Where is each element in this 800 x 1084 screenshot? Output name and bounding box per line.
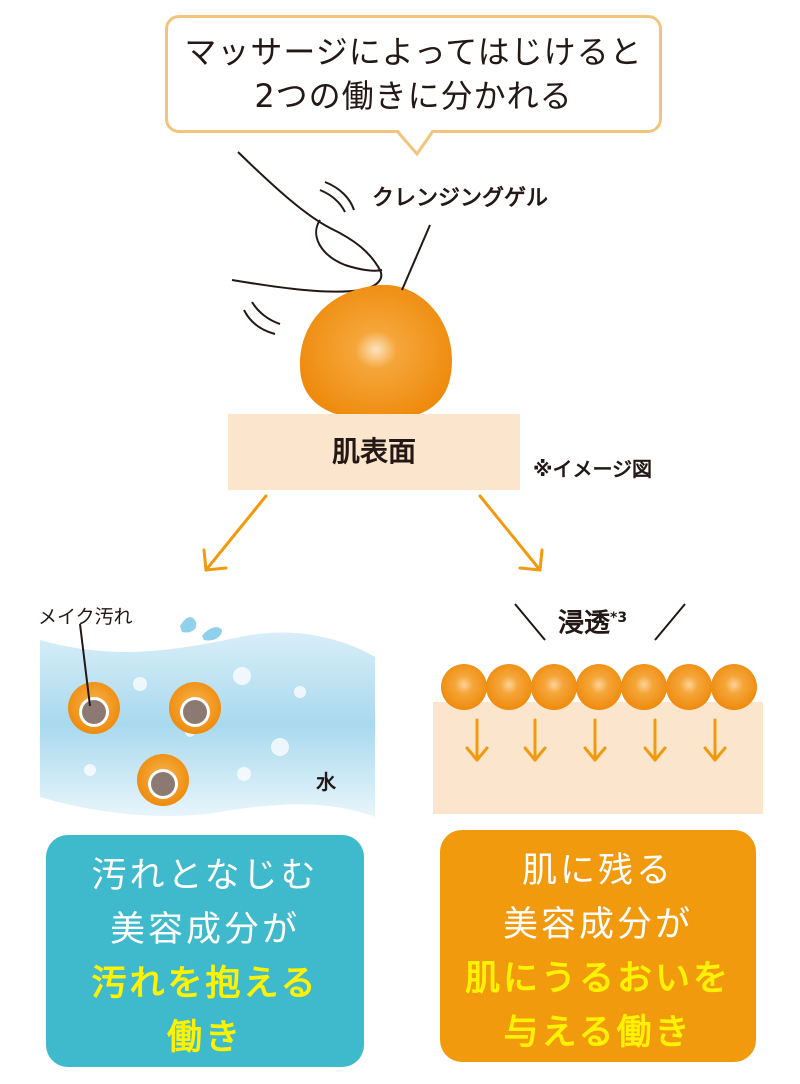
finger-outline: [231, 151, 383, 293]
penetration-label: 浸透*3: [558, 601, 627, 641]
water-drop: [202, 627, 222, 641]
right-box-line-4: 与える働き: [503, 1013, 693, 1053]
water-drop: [180, 617, 197, 633]
gel-droplet: [621, 664, 667, 710]
water-bubble: [271, 738, 289, 756]
gel-leader-line: [401, 224, 431, 291]
speech-bubble: [165, 15, 662, 133]
penetration-illustration: [441, 664, 757, 762]
penetration-marks: [514, 603, 686, 641]
gel-droplet: [441, 664, 487, 710]
left-branch-arrowhead: [202, 548, 228, 572]
right-box-line-3: 肌にうるおいを: [464, 959, 731, 999]
left-box-line-4: 働き: [166, 1018, 243, 1058]
gel-droplet: [711, 664, 757, 710]
image-note: ※イメージ図: [533, 457, 653, 481]
skin-surface: [228, 414, 520, 490]
penetration-arrow: [583, 718, 607, 762]
right-branch-arrowhead: [518, 548, 544, 572]
emphasis-mark-left: [514, 603, 546, 641]
makeup-dirt-ball: [169, 682, 221, 734]
gel-label: クレンジングゲル: [372, 186, 549, 211]
gel-droplet: [531, 664, 577, 710]
skin-surface-label: 肌表面: [331, 435, 416, 468]
moisturizing-action-box: 肌に残る 美容成分が 肌にうるおいを 与える働き: [440, 830, 756, 1062]
penetration-arrow: [465, 718, 489, 762]
right-branch-arrow: [478, 494, 542, 572]
penetration-arrow: [523, 718, 547, 762]
motion-mark: [324, 181, 355, 211]
branch-arrows: [202, 494, 544, 572]
water-bubble: [294, 686, 306, 698]
right-box-line-1: 肌に残る: [521, 851, 674, 891]
penetration-text: 浸透: [558, 608, 611, 639]
penetration-footnote: *3: [610, 610, 628, 626]
bubble-text: マッサージによってはじけると 2つの働きに分かれる: [165, 30, 662, 118]
cleansing-action-box: 汚れとなじむ 美容成分が 汚れを抱える 働き: [46, 835, 364, 1067]
fingernail: [315, 219, 383, 272]
bubble-line-2: 2つの働きに分かれる: [254, 77, 573, 115]
motion-mark: [319, 189, 346, 213]
gel-droplet: [486, 664, 532, 710]
gel-ball: [300, 284, 452, 420]
left-box-line-2: 美容成分が: [109, 910, 300, 950]
emphasis-mark-right: [654, 603, 686, 641]
water-bubble: [233, 667, 251, 685]
water-bubble: [84, 764, 96, 776]
speech-bubble-tail: [395, 128, 435, 157]
bubble-line-1: マッサージによってはじけると: [184, 33, 643, 71]
gel-droplet: [576, 664, 622, 710]
left-box-line-1: 汚れとなじむ: [91, 856, 319, 896]
water-bubble: [133, 677, 147, 691]
right-box-line-2: 美容成分が: [502, 905, 693, 945]
finger-gel-illustration: [231, 151, 452, 420]
water-illustration: [40, 617, 375, 817]
left-branch-arrow: [204, 494, 268, 572]
motion-mark: [251, 301, 281, 325]
water-label: 水: [316, 770, 336, 794]
penetration-arrow: [703, 718, 727, 762]
water-bubble: [237, 767, 251, 781]
makeup-dirt-label: メイク汚れ: [38, 606, 133, 628]
penetration-arrow: [643, 718, 667, 762]
makeup-dirt-ball: [68, 682, 120, 734]
left-box-line-3: 汚れを抱える: [91, 964, 319, 1004]
motion-mark: [243, 309, 276, 335]
makeup-dirt-ball: [137, 754, 189, 806]
gel-droplet: [666, 664, 712, 710]
makeup-leader-line: [79, 623, 91, 707]
